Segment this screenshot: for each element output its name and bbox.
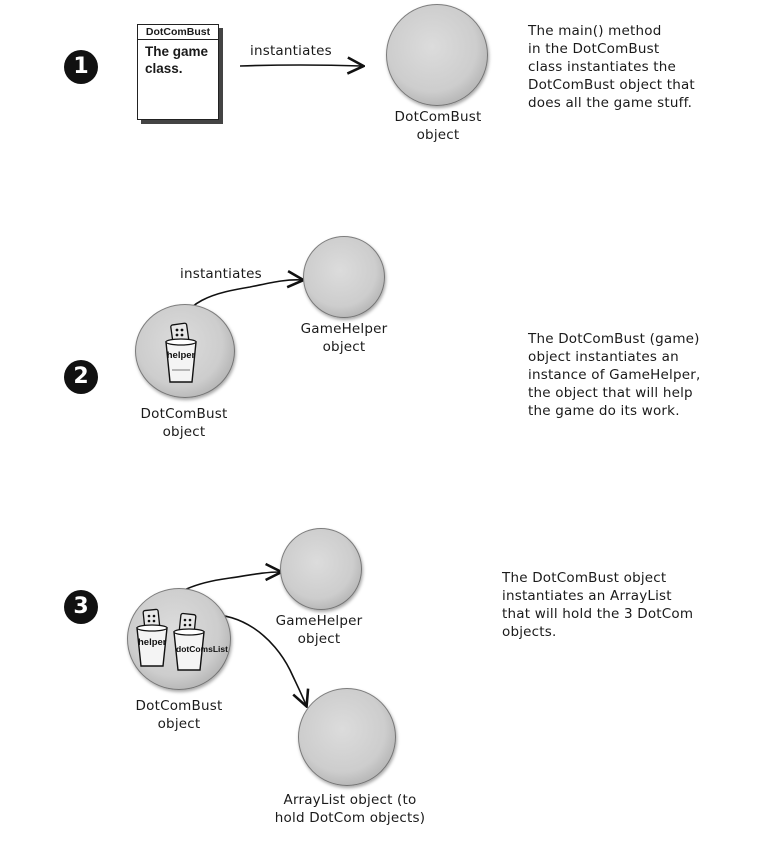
game-class-box: DotComBust The game class. — [137, 24, 219, 120]
step2-description: The DotComBust (game) object instantiate… — [528, 331, 701, 419]
step2-target-label: GameHelper object — [300, 321, 388, 355]
step-1-number: 1 — [64, 50, 98, 84]
step1-description: The main() method in the DotComBust clas… — [528, 23, 695, 111]
cup-label-dotcomslist: dotComsList — [176, 644, 228, 654]
dotcombust-object-ball — [386, 4, 488, 106]
gamehelper-object-ball — [303, 236, 385, 318]
step2-source-label: DotComBust object — [140, 406, 228, 440]
class-box-title: DotComBust — [138, 25, 218, 40]
step1-arrow-label: instantiates — [250, 43, 332, 59]
step3-source-label: DotComBust object — [135, 698, 223, 732]
cup-label-helper: helper — [138, 637, 167, 648]
step3-helper-label: GameHelper object — [275, 613, 363, 647]
step-3-number: 3 — [64, 590, 98, 624]
step3-description: The DotComBust object instantiates an Ar… — [502, 570, 694, 640]
class-box-body: The game class. — [145, 44, 209, 76]
cup-label-helper: helper — [166, 350, 196, 361]
arraylist-object-ball — [298, 688, 396, 786]
step-2-number: 2 — [64, 360, 98, 394]
step1-arrow — [239, 65, 362, 66]
step2-arrow-label: instantiates — [180, 266, 262, 282]
step1-object-label: DotComBust object — [394, 109, 482, 143]
step3-arraylist-label: ArrayList object (to hold DotCom objects… — [274, 792, 426, 826]
gamehelper-object-ball — [280, 528, 362, 610]
